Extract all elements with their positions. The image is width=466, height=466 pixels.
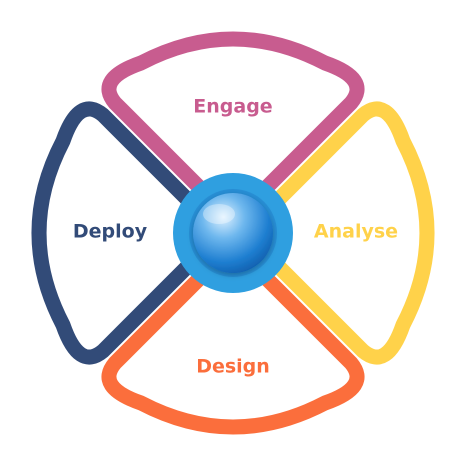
segment-engage-label: Engage (193, 96, 272, 118)
segment-analyse: Analyse (237, 101, 435, 365)
segment-engage-outline (101, 31, 365, 229)
segment-design-label: Design (196, 356, 270, 378)
segment-deploy-outline (31, 101, 229, 365)
segment-engage: Engage (101, 31, 365, 229)
segment-analyse-label: Analyse (314, 221, 398, 243)
segment-deploy-label: Deploy (73, 221, 148, 243)
segment-analyse-outline (237, 101, 435, 365)
hub-ball-highlight (203, 204, 235, 224)
hub-ball (193, 193, 273, 273)
center-hub (173, 173, 293, 293)
segment-design: Design (101, 237, 365, 435)
segment-design-outline (101, 237, 365, 435)
segment-deploy: Deploy (31, 101, 229, 365)
